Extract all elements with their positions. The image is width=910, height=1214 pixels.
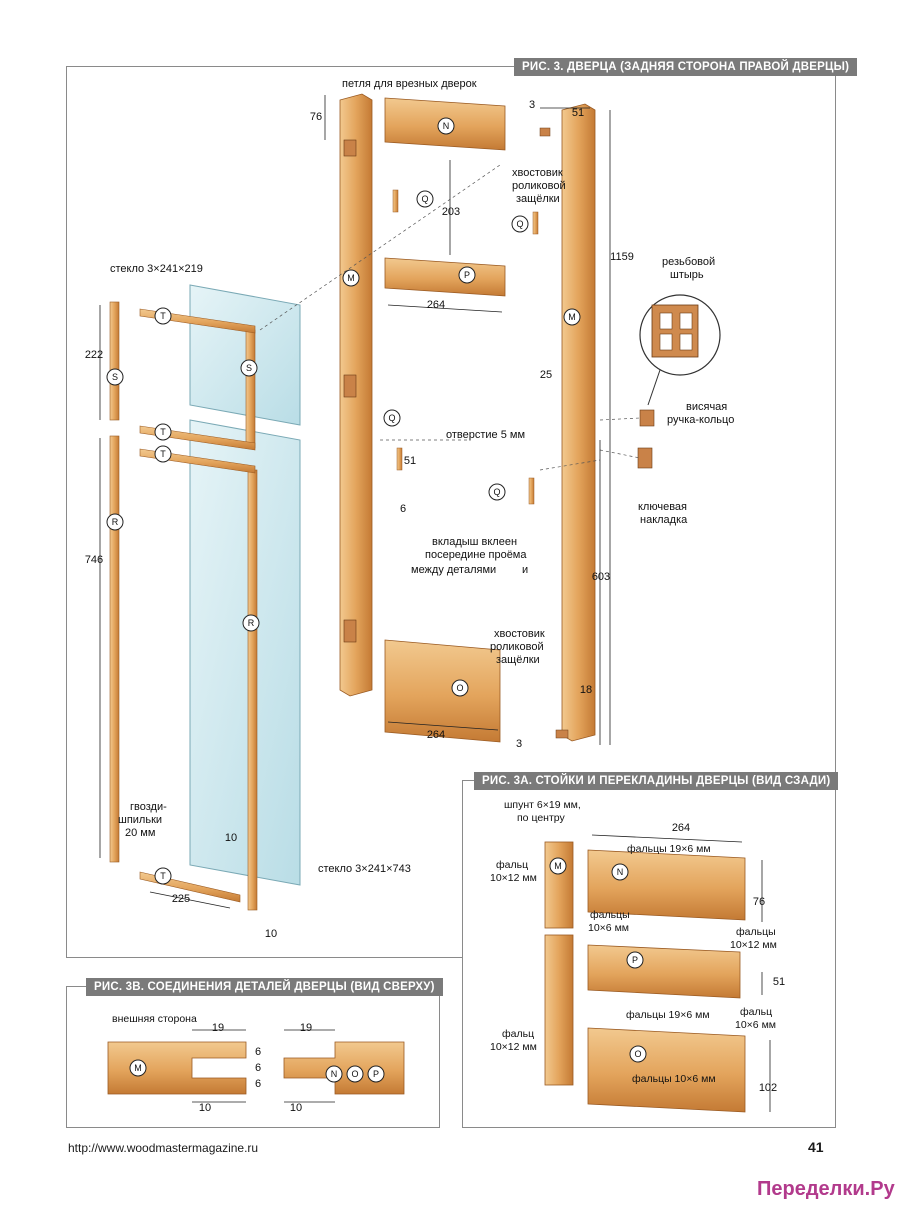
dim-51-top: 51 <box>572 107 584 119</box>
rail-o <box>384 639 501 743</box>
label-latch-1: хвостовик <box>512 167 563 179</box>
block-q-4 <box>528 477 535 505</box>
dim-3-top: 3 <box>529 99 535 111</box>
fig3a-panel <box>462 780 836 1128</box>
key-escutcheon <box>637 447 653 469</box>
label-latch-b3: защёлки <box>496 654 540 666</box>
label-key-2: накладка <box>640 514 688 526</box>
label-latch-b2: роликовой <box>490 641 544 653</box>
marker-q2: Q <box>388 413 395 423</box>
dim-603: 603 <box>592 571 610 583</box>
dim-203: 203 <box>442 206 460 218</box>
marker-r1: R <box>112 517 119 527</box>
hinge-3 <box>343 619 357 643</box>
rail-p <box>384 257 506 297</box>
dim-264-bottom: 264 <box>427 729 445 741</box>
label-glass-bottom: стекло 3×241×743 <box>318 863 411 875</box>
dim-1159: 1159 <box>610 251 634 263</box>
watermark: Переделки.Ру <box>757 1178 895 1200</box>
label-latch-b1: хвостовик <box>494 628 545 640</box>
strip-r-right <box>247 469 258 911</box>
label-nails-2: шпильки <box>118 814 162 826</box>
dim-51-mid: 51 <box>404 455 416 467</box>
marker-o: O <box>456 683 463 693</box>
marker-n: N <box>443 121 450 131</box>
label-insert-2: посередине проёма <box>425 549 527 561</box>
label-insert-1: вкладыш вклеен <box>432 536 517 548</box>
part-markers <box>106 117 581 885</box>
marker-s1: S <box>112 372 118 382</box>
footer-url[interactable]: http://www.woodmastermagazine.ru <box>68 1141 259 1155</box>
block-q-1 <box>392 189 399 213</box>
dim-10-bottom: 10 <box>265 928 277 940</box>
dim-222: 222 <box>85 349 103 361</box>
marker-t3: T <box>160 449 166 459</box>
label-ring-1: висячая <box>686 401 727 413</box>
fig3b-header: РИС. 3В. СОЕДИНЕНИЯ ДЕТАЛЕЙ ДВЕРЦЫ (ВИД … <box>86 978 443 996</box>
marker-p: P <box>464 270 470 280</box>
marker-m2: M <box>568 312 576 322</box>
label-latch-3: защёлки <box>516 193 560 205</box>
label-insert-and: и <box>522 564 528 576</box>
strip-r <box>109 435 120 863</box>
marker-q3: Q <box>493 487 500 497</box>
strip-s <box>109 301 120 421</box>
label-nails-3: 20 мм <box>125 827 155 839</box>
dim-6-mid: 6 <box>400 503 406 515</box>
marker-m1: M <box>347 273 355 283</box>
marker-r2: R <box>248 618 255 628</box>
block-q-3 <box>532 211 539 235</box>
dim-18: 18 <box>580 684 592 696</box>
marker-q4: Q <box>516 219 523 229</box>
dim-225: 225 <box>172 893 190 905</box>
label-insert-3: между деталями <box>411 564 496 576</box>
dim-25: 25 <box>540 369 552 381</box>
stile-m-right <box>561 103 596 742</box>
glass-bottom <box>189 419 301 886</box>
hinge-2 <box>343 374 357 398</box>
fig3-header: РИС. 3. ДВЕРЦА (ЗАДНЯЯ СТОРОНА ПРАВОЙ ДВ… <box>514 58 858 76</box>
dim-264-top: 264 <box>427 299 445 311</box>
label-key-1: ключевая <box>638 501 687 513</box>
fig3b-panel <box>66 986 440 1128</box>
dim-76: 76 <box>310 111 322 123</box>
page-number: 41 <box>808 1139 824 1155</box>
label-threaded-1: резьбовой <box>662 256 715 268</box>
marker-t2: T <box>160 427 166 437</box>
dim-10-glass: 10 <box>225 832 237 844</box>
label-hole: отверстие 5 мм <box>446 429 525 441</box>
label-threaded-2: штырь <box>670 269 704 281</box>
block-q-2 <box>396 447 403 471</box>
ring-handle <box>639 409 655 427</box>
label-ring-2: ручка-кольцо <box>667 414 734 426</box>
marker-s2: S <box>246 363 252 373</box>
glass-top <box>189 284 301 426</box>
latch-bottom <box>555 729 569 739</box>
marker-t4: T <box>160 871 166 881</box>
hinge-1 <box>343 139 357 157</box>
dim-3-bottom: 3 <box>516 738 522 750</box>
marker-t1: T <box>160 311 166 321</box>
dim-746: 746 <box>85 554 103 566</box>
label-nails-1: гвозди- <box>130 801 167 813</box>
label-hinge: петля для врезных дверок <box>342 78 477 90</box>
label-latch-2: роликовой <box>512 180 566 192</box>
strip-s-right <box>245 329 256 449</box>
label-glass-top: стекло 3×241×219 <box>110 263 203 275</box>
fig3a-header: РИС. 3А. СТОЙКИ И ПЕРЕКЛАДИНЫ ДВЕРЦЫ (ВИ… <box>474 772 839 790</box>
latch-top <box>539 127 551 137</box>
marker-q1: Q <box>421 194 428 204</box>
